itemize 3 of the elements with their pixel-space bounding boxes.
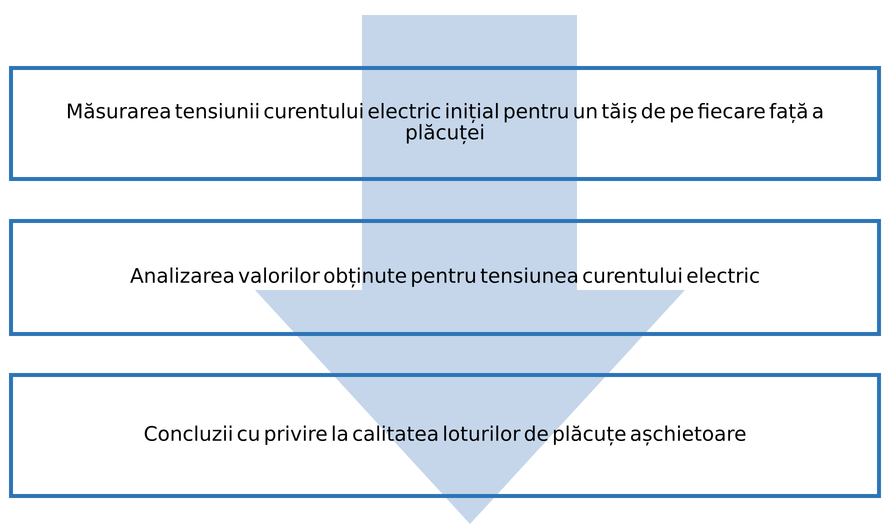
process-box: Concluzii cu privire la calitatea loturilor de plăcuțe așchietoare bbox=[9, 373, 882, 498]
process-box: Analizarea valorilor obținute pentru tensiunea curentului electric bbox=[9, 219, 882, 336]
process-box: Măsurarea tensiunii curentului electric inițial pentru un tăiș de pe fiecare față a plăcuței bbox=[9, 66, 882, 181]
